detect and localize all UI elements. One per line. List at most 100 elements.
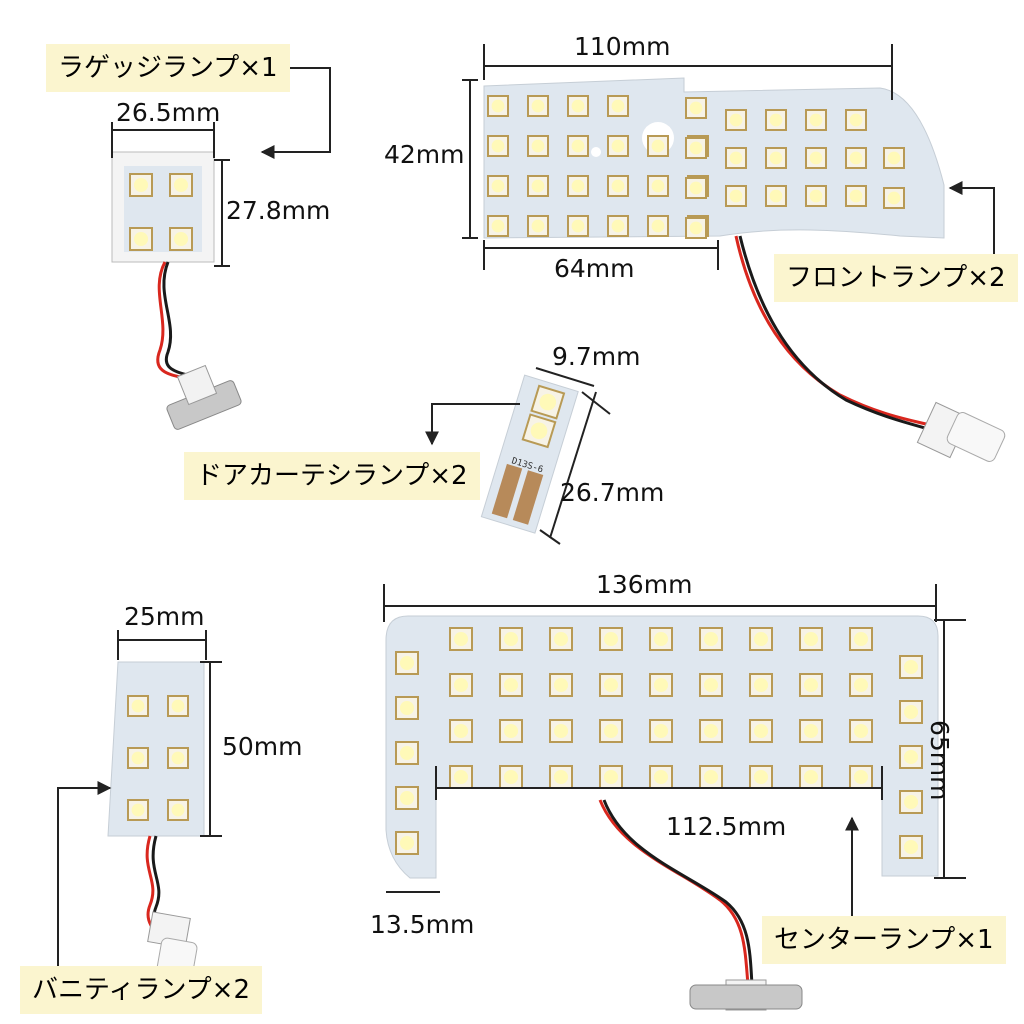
center-wire-red: [598, 799, 750, 986]
led-emitter: [531, 179, 545, 193]
led-emitter: [729, 113, 743, 127]
led-emitter: [531, 99, 545, 113]
led-emitter: [803, 769, 819, 785]
led-emitter: [653, 723, 669, 739]
led-emitter: [531, 219, 545, 233]
led-emitter: [611, 179, 625, 193]
led-emitter: [753, 723, 769, 739]
luggage-wire-black: [162, 261, 197, 380]
led-emitter: [703, 677, 719, 693]
led-emitter: [653, 677, 669, 693]
led-emitter: [903, 704, 919, 720]
door-lamp: D13S-6: [480, 374, 579, 534]
door-led-group: [521, 384, 566, 449]
led-emitter: [539, 393, 557, 411]
led-emitter: [887, 151, 901, 165]
led-emitter: [133, 231, 149, 247]
led-emitter: [503, 677, 519, 693]
led-emitter: [491, 179, 505, 193]
door-width-dim: 9.7mm: [552, 342, 641, 371]
led-emitter: [903, 659, 919, 675]
led-emitter: [903, 749, 919, 765]
led-emitter: [729, 189, 743, 203]
led-emitter: [603, 631, 619, 647]
led-emitter: [853, 677, 869, 693]
led-emitter: [571, 179, 585, 193]
led-emitter: [571, 139, 585, 153]
led-emitter: [503, 769, 519, 785]
led-emitter: [603, 677, 619, 693]
led-emitter: [703, 631, 719, 647]
led-emitter: [453, 631, 469, 647]
led-emitter: [653, 631, 669, 647]
led-emitter: [689, 181, 703, 195]
center-inner-dim: 112.5mm: [666, 812, 787, 841]
led-emitter: [131, 699, 145, 713]
led-emitter: [769, 113, 783, 127]
led-emitter: [903, 794, 919, 810]
t10-bulb: [946, 412, 1006, 462]
led-emitter: [171, 751, 185, 765]
led-emitter: [131, 803, 145, 817]
front-width-dim: 110mm: [574, 32, 671, 61]
vanity-height-dim: 50mm: [222, 732, 303, 761]
led-emitter: [753, 769, 769, 785]
led-emitter: [903, 839, 919, 855]
vanity-pcb: [107, 661, 205, 837]
luggage-lamp: [111, 151, 242, 430]
dimension-lines: [111, 44, 966, 893]
led-emitter: [689, 221, 703, 235]
luggage-led-group: [129, 173, 193, 251]
led-emitter: [603, 723, 619, 739]
led-emitter: [173, 177, 189, 193]
led-emitter: [453, 723, 469, 739]
led-emitter: [849, 151, 863, 165]
led-emitter: [399, 835, 415, 851]
center-edge-dim: 13.5mm: [370, 910, 475, 939]
led-emitter: [131, 751, 145, 765]
led-emitter: [803, 631, 819, 647]
center-pcb: [385, 615, 939, 879]
center-lamp: [385, 615, 939, 1011]
led-emitter: [553, 723, 569, 739]
led-emitter: [399, 745, 415, 761]
led-emitter: [769, 151, 783, 165]
luggage-height-dim: 27.8mm: [226, 196, 331, 225]
front-led-group: [487, 95, 905, 239]
led-emitter: [651, 139, 665, 153]
led-emitter: [571, 219, 585, 233]
led-emitter: [603, 769, 619, 785]
led-emitter: [611, 219, 625, 233]
led-emitter: [571, 99, 585, 113]
door-height-dim: 26.7mm: [560, 478, 665, 507]
led-emitter: [689, 141, 703, 155]
callout-arrows: [57, 67, 995, 990]
led-emitter: [853, 723, 869, 739]
led-emitter: [809, 189, 823, 203]
led-emitter: [653, 769, 669, 785]
led-emitter: [399, 790, 415, 806]
door-pad-right: [512, 470, 544, 525]
front-inner-dim: 64mm: [554, 254, 635, 283]
front-lamp: [483, 77, 1006, 462]
front-pcb-hole-small: [591, 147, 601, 157]
led-emitter: [853, 769, 869, 785]
led-emitter: [133, 177, 149, 193]
luggage-lamp-label: ラゲッジランプ×1: [46, 44, 290, 92]
center-height-dim: 65mm: [925, 720, 954, 801]
led-emitter: [491, 219, 505, 233]
led-emitter: [553, 677, 569, 693]
vanity-led-group: [127, 695, 189, 821]
led-emitter: [703, 723, 719, 739]
luggage-wire-red: [156, 261, 193, 382]
led-emitter: [453, 677, 469, 693]
center-led-group: [395, 627, 923, 859]
led-emitter: [611, 139, 625, 153]
led-emitter: [753, 631, 769, 647]
vanity-lamp-label: バニティランプ×2: [20, 966, 262, 1014]
led-emitter: [530, 422, 548, 440]
led-emitter: [689, 101, 703, 115]
led-emitter: [803, 723, 819, 739]
led-emitter: [173, 231, 189, 247]
door-lamp-label: ドアカーテシランプ×2: [184, 452, 480, 500]
